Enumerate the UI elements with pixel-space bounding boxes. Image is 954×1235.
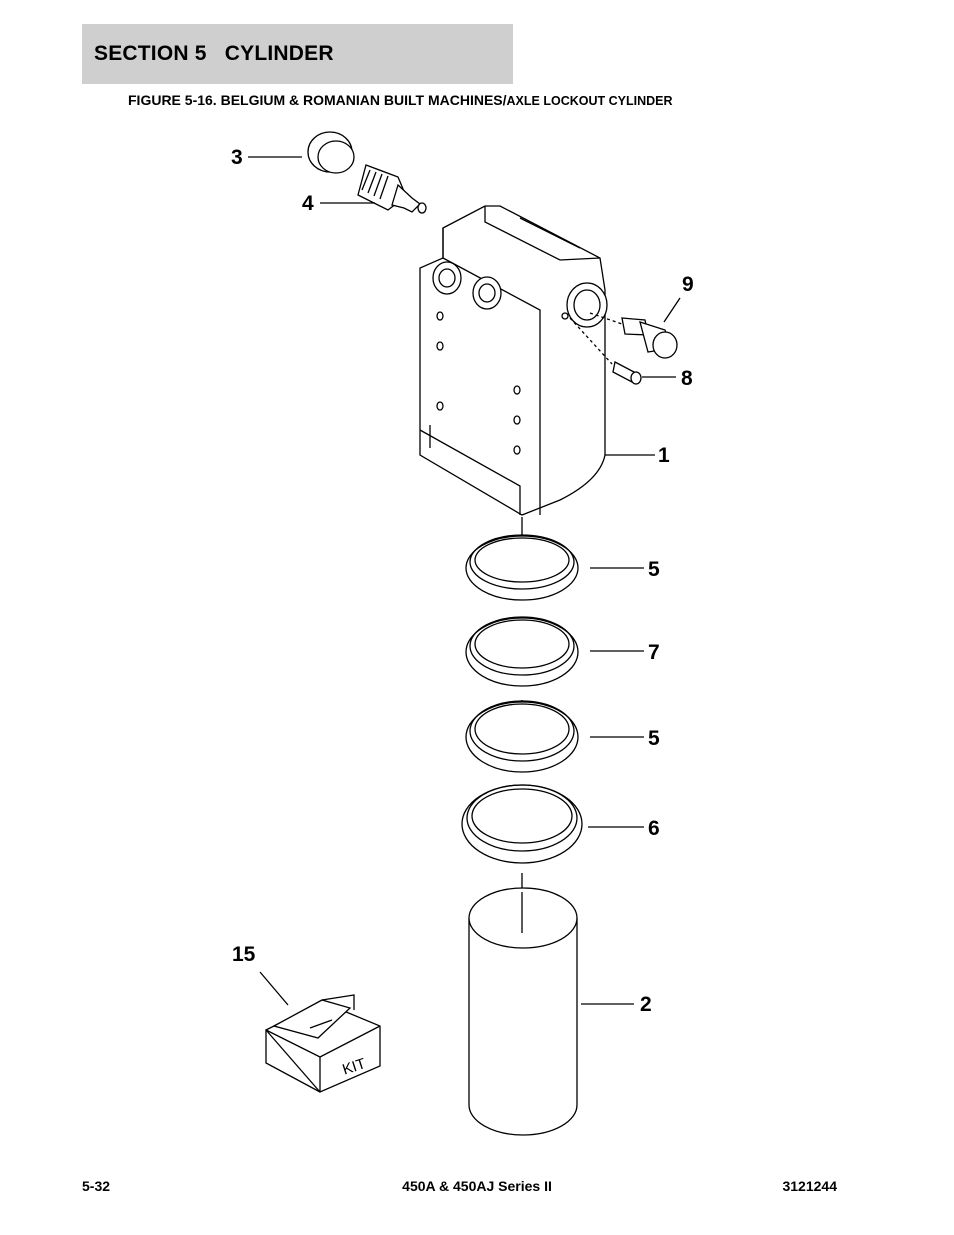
callout-7: 7 (648, 641, 660, 664)
callout-4: 4 (302, 192, 314, 215)
callout-5-lower: 5 (648, 727, 660, 750)
callout-2: 2 (640, 993, 652, 1016)
part-1-cylinder-housing (419, 205, 655, 516)
footer-model: 450A & 450AJ Series II (402, 1178, 552, 1194)
section-title: SECTION 5 CYLINDER (94, 42, 334, 65)
figure-title: FIGURE 5-16. BELGIUM & ROMANIAN BUILT MA… (128, 92, 673, 108)
part-4-fitting (320, 164, 427, 214)
part-7-seal (465, 616, 644, 687)
kit-box-label: KIT (340, 1055, 367, 1078)
callout-5-upper: 5 (648, 558, 660, 581)
part-9-valve (589, 297, 681, 359)
callout-6: 6 (648, 817, 660, 840)
figure-title-sub: AXLE LOCKOUT CYLINDER (506, 94, 673, 108)
footer-doc-number: 3121244 (782, 1178, 837, 1194)
footer-page-number: 5-32 (82, 1178, 111, 1194)
callout-8: 8 (681, 367, 693, 390)
part-3-plug (248, 131, 355, 174)
section-header-bar: SECTION 5 CYLINDER (82, 24, 513, 84)
part-15-kit-box: KIT (259, 971, 381, 1093)
callout-9: 9 (682, 273, 694, 296)
part-6-seal (461, 784, 644, 864)
callout-15: 15 (232, 943, 256, 966)
part-5-seal-upper (465, 534, 644, 601)
figure-title-main: FIGURE 5-16. BELGIUM & ROMANIAN BUILT MA… (128, 92, 507, 108)
part-2-cylinder-tube (468, 887, 634, 1136)
part-8-bleeder-screw (569, 317, 676, 385)
callout-1: 1 (658, 444, 670, 467)
callout-3: 3 (231, 146, 243, 169)
part-5-seal-lower (465, 700, 644, 773)
